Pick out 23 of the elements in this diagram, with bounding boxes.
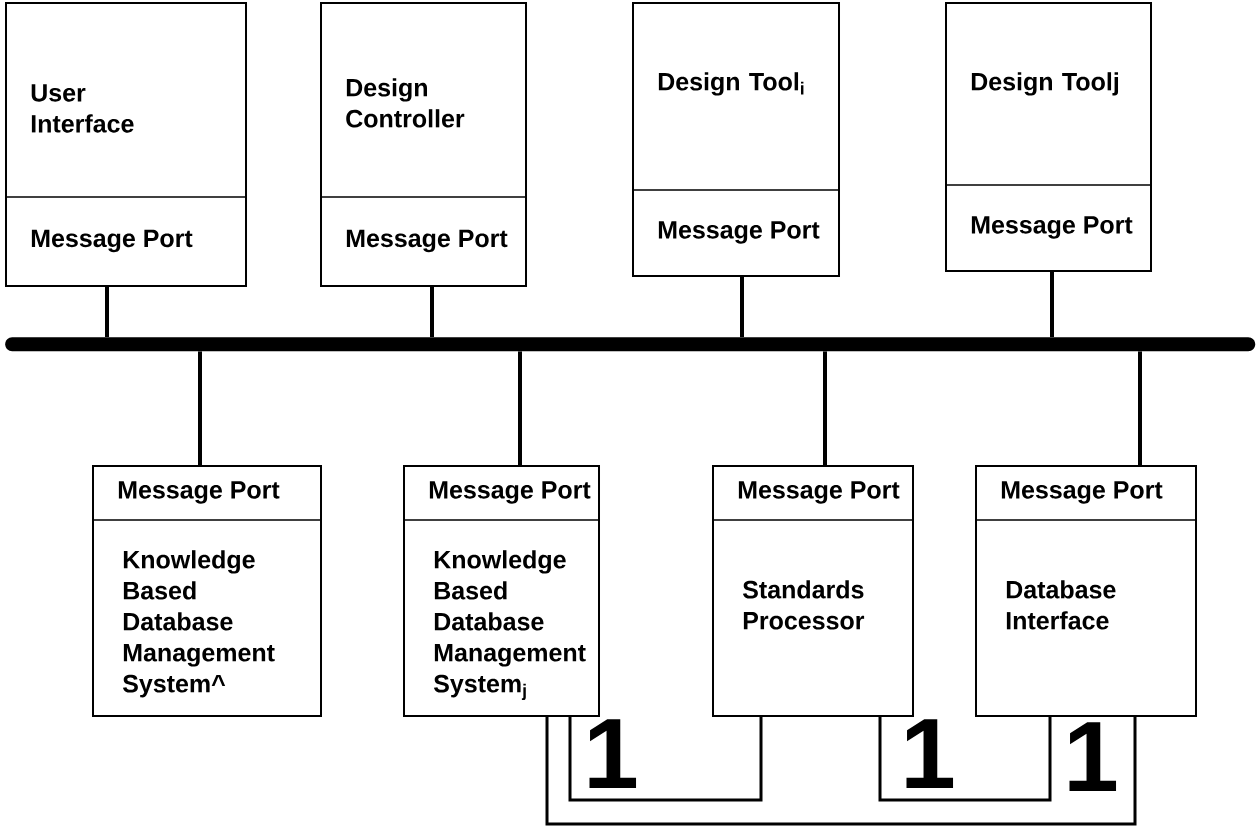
module-box: Message Port Database Interface: [974, 465, 1197, 717]
junction-mark: 1: [906, 719, 954, 788]
message-bus: [5, 337, 1256, 352]
connector-line: [1138, 351, 1142, 465]
connector-line: [430, 287, 434, 337]
connector-line: [518, 351, 522, 465]
connector-line: [198, 351, 202, 465]
connector-line: [568, 717, 763, 802]
module-box: Design Tool$_{i}$ Message Port: [631, 2, 840, 277]
connector-line: [545, 717, 1137, 826]
connector-line: [823, 351, 827, 465]
junction-mark: 1: [1069, 722, 1117, 791]
module-box: Message Port Standards Processor: [711, 465, 914, 717]
connector-line: [740, 277, 744, 337]
module-box: Design Controller Message Port: [319, 2, 527, 287]
connector-line: [105, 287, 109, 337]
connector-line: [878, 717, 1052, 802]
module-box: Message Port Knowledge Based Database Management System^: [91, 465, 322, 717]
connector-line: [1050, 272, 1054, 337]
module-box: User Interface Message Port: [4, 2, 247, 287]
module-box: Message Port Knowledge Based Database Management System$_{j}$: [402, 465, 600, 717]
junction-mark: 1: [589, 719, 637, 788]
module-box: Design Toolj Message Port: [944, 2, 1152, 272]
